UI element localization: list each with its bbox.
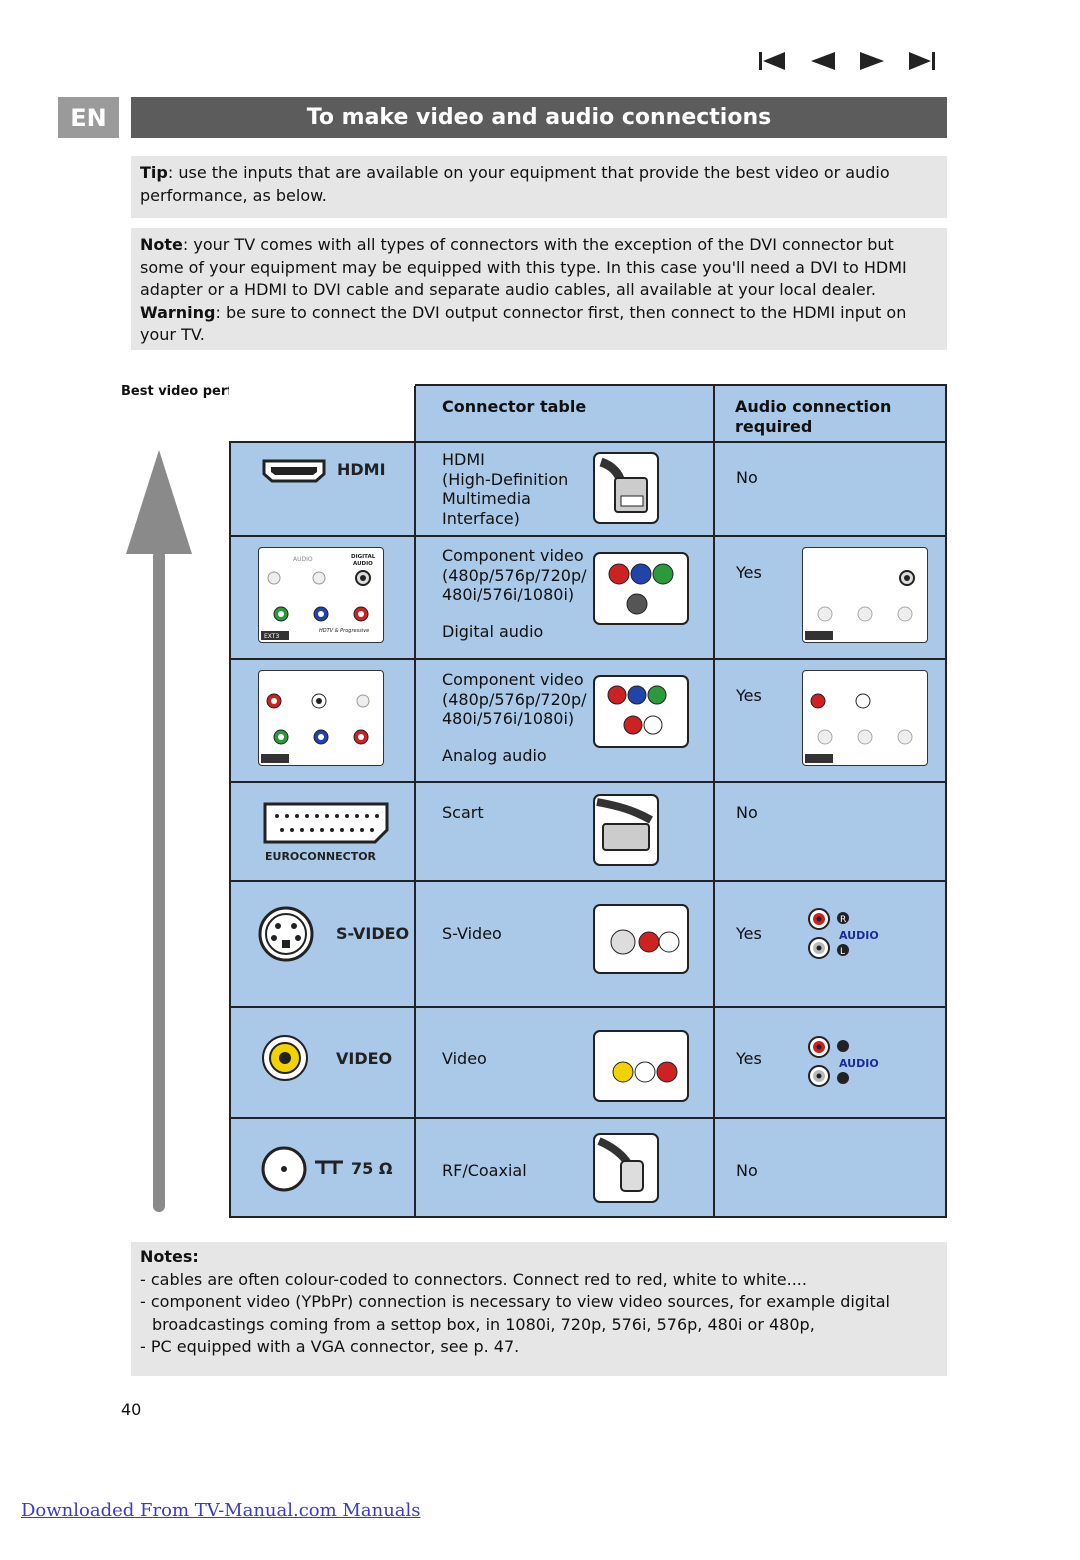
svg-text:L: L: [840, 947, 845, 957]
s-video-audio-required: Yes: [736, 924, 762, 943]
tip-box: Tip: use the inputs that are available o…: [131, 156, 947, 218]
scart-cable-icon: [593, 794, 659, 866]
language-badge: EN: [58, 97, 119, 138]
tip-text: : use the inputs that are available on y…: [140, 163, 890, 205]
hdmi-cable-icon: [593, 452, 659, 524]
svg-text:EXT3: EXT3: [264, 633, 279, 640]
video-audio-required: Yes: [736, 1049, 762, 1068]
note-item: - cables are often colour-coded to conne…: [140, 1269, 807, 1289]
previous-page-icon[interactable]: [809, 52, 837, 70]
note-item: - PC equipped with a VGA connector, see …: [140, 1337, 520, 1356]
svg-text:AUDIO: AUDIO: [353, 561, 373, 567]
table-vline: [713, 386, 715, 1216]
table-hline: [231, 658, 945, 660]
svg-text:DIGITAL: DIGITAL: [351, 554, 376, 560]
audio-rl-jacks-icon: AUDIO: [808, 1036, 879, 1087]
ext3-panel-analog: [258, 670, 384, 766]
svg-text:HDTV & Progressive: HDTV & Progressive: [319, 628, 369, 634]
component-analog-audio-required: Yes: [736, 686, 762, 705]
video-panel-label: VIDEO: [336, 1049, 393, 1068]
warning-label: Warning: [140, 302, 216, 322]
note-item: broadcastings coming from a settop box, …: [152, 1314, 815, 1334]
hdmi-audio-required: No: [736, 468, 758, 487]
svg-text:AUDIO: AUDIO: [293, 556, 313, 563]
table-hline: [231, 441, 945, 443]
video-description: Video: [442, 1049, 487, 1068]
scart-audio-required: No: [736, 803, 758, 822]
note-text: : your TV comes with all types of connec…: [140, 235, 907, 299]
rf-description: RF/Coaxial: [442, 1161, 527, 1180]
component-analog-cable-icon: [593, 675, 689, 748]
component-cable-icon: [593, 552, 689, 625]
connector-column-header: Connector table: [442, 397, 587, 416]
table-hline: [231, 781, 945, 783]
rf-audio-required: No: [736, 1161, 758, 1180]
table-hline: [231, 1117, 945, 1119]
performance-arrow-icon: [126, 450, 192, 1212]
hdmi-port-icon: [262, 459, 326, 483]
ext3-panel-digital: AUDIO DIGITAL AUDIO EXT3 HDTV & Progress…: [258, 547, 384, 643]
rf-antenna-port-icon: [261, 1146, 307, 1192]
connector-table: Connector table Audio connection require…: [229, 384, 947, 1218]
component-digital-audio-type: Digital audio: [442, 622, 544, 641]
page-number: 40: [121, 1400, 142, 1419]
s-video-description: S-Video: [442, 924, 502, 943]
table-vline: [414, 386, 416, 1216]
s-video-cable-icon: [593, 904, 689, 974]
component-analog-audio-type: Analog audio: [442, 746, 547, 765]
scart-description: Scart: [442, 803, 484, 822]
warning-text: : be sure to connect the DVI output conn…: [140, 302, 907, 345]
coaxial-cable-icon: [593, 1133, 659, 1203]
hdmi-panel-label: HDMI: [337, 460, 386, 479]
last-page-icon[interactable]: [907, 52, 935, 70]
table-blank-corner: [229, 384, 415, 441]
next-page-icon[interactable]: [858, 52, 886, 70]
hdmi-description: HDMI (High-Definition Multimedia Interfa…: [442, 450, 569, 528]
video-cable-icon: [593, 1030, 689, 1102]
notes-label: Notes: [140, 1247, 193, 1266]
ext3-panel-analog-audio: [802, 670, 928, 766]
audio-rl-jacks-icon: R L AUDIO: [808, 908, 879, 959]
component-digital-audio-required: Yes: [736, 563, 762, 582]
s-video-panel-label: S-VIDEO: [336, 924, 410, 943]
tip-label: Tip: [140, 163, 168, 182]
svg-text:AUDIO: AUDIO: [839, 929, 879, 942]
rf-panel-label: 75 Ω: [351, 1159, 393, 1178]
s-video-port-icon: [258, 906, 314, 962]
component-analog-description: Component video (480p/576p/720p/ 480i/57…: [442, 670, 587, 728]
notes-box: Notes: - cables are often colour-coded t…: [131, 1242, 947, 1376]
svg-text:R: R: [840, 915, 846, 925]
antenna-symbol-icon: [315, 1160, 343, 1174]
footer-link[interactable]: Downloaded From TV-Manual.com Manuals: [21, 1500, 421, 1521]
component-digital-description: Component video (480p/576p/720p/ 480i/57…: [442, 546, 587, 604]
note-item: - component video (YPbPr) connection is …: [140, 1292, 890, 1311]
svg-text:AUDIO: AUDIO: [839, 1057, 879, 1070]
first-page-icon[interactable]: [759, 52, 787, 70]
euroconnector-label: EUROCONNECTOR: [265, 850, 377, 863]
note-box: Note: your TV comes with all types of co…: [131, 228, 947, 350]
page-title: To make video and audio connections: [131, 97, 947, 138]
scart-port-icon: [263, 802, 389, 844]
table-hline: [231, 880, 945, 882]
ext3-panel-digital-audio: [802, 547, 928, 643]
composite-video-port-icon: [262, 1035, 308, 1081]
note-label: Note: [140, 235, 183, 254]
table-hline: [231, 1006, 945, 1008]
table-hline: [231, 535, 945, 537]
audio-column-header: Audio connection required: [735, 397, 892, 436]
